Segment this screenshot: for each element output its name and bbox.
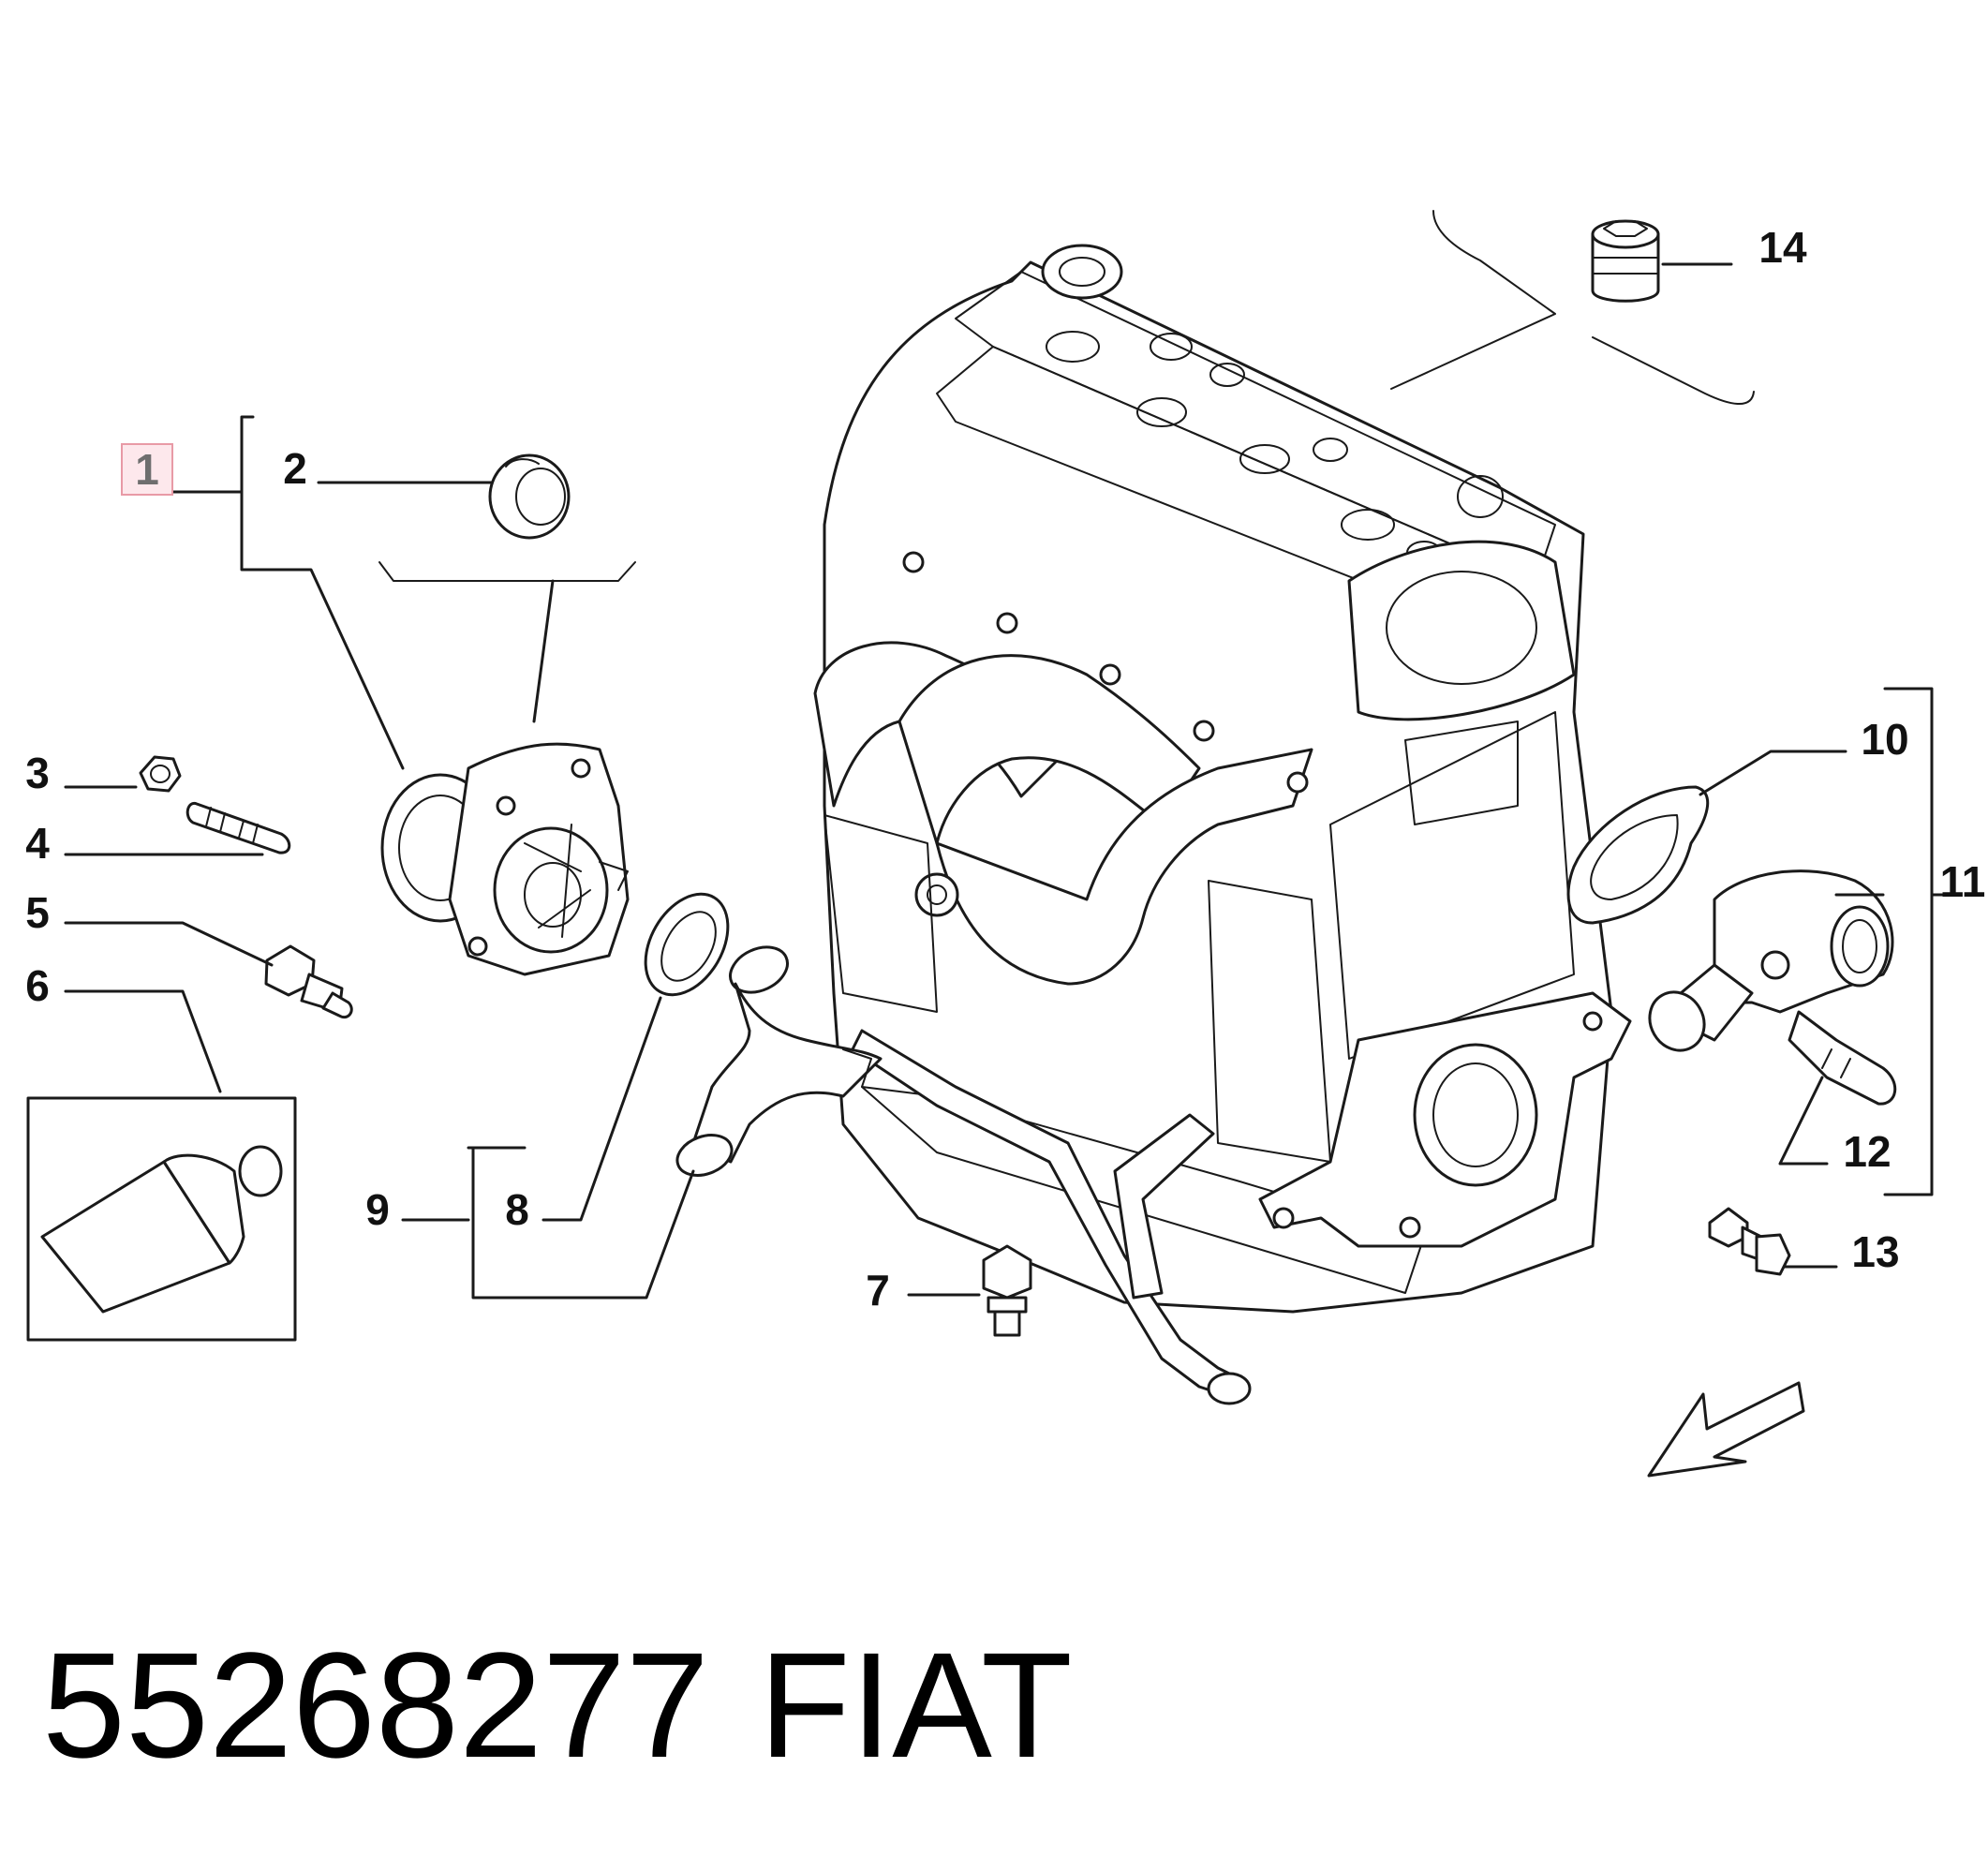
part-number: 55268277: [42, 1621, 709, 1789]
group-bracket-2: [378, 561, 636, 582]
part-10-gasket: [1566, 785, 1710, 925]
brand-name: FIAT: [759, 1621, 1073, 1789]
leader-12: [1778, 1076, 1829, 1166]
group-bracket-9: [467, 1146, 695, 1300]
callout-12: 12: [1843, 1127, 1891, 1176]
callout-1: 1: [135, 445, 159, 494]
part-14-plug: [1390, 210, 1755, 406]
callout-6: 6: [25, 961, 50, 1010]
part-3-nut: [139, 755, 182, 793]
part-12-temp-sender: [1788, 1010, 1897, 1106]
callout-10: 10: [1861, 715, 1908, 764]
leader-5: [64, 921, 274, 967]
callout-11: 11: [1940, 857, 1986, 906]
callout-7: 7: [866, 1266, 890, 1315]
part-2-seal: [488, 453, 571, 540]
part-5-bolt: [264, 944, 353, 1018]
leader-8: [542, 996, 662, 1222]
group-bracket-1: [240, 415, 405, 770]
leader-2-to-pump: [532, 579, 555, 723]
leader-10: [1699, 750, 1847, 796]
part-6-sealant-tube: [40, 1145, 283, 1314]
part-8-oring: [644, 892, 730, 997]
highlight-box: [121, 443, 173, 496]
callout-14: 14: [1758, 223, 1807, 272]
part-13-bolt: [1708, 1207, 1791, 1276]
callout-9: 9: [365, 1185, 390, 1234]
callout-4: 4: [25, 819, 50, 868]
callout-13: 13: [1851, 1227, 1899, 1276]
engine-block: [813, 244, 1632, 1405]
callout-8: 8: [505, 1185, 529, 1234]
callout-2: 2: [283, 444, 307, 493]
direction-arrow-icon: [1647, 1381, 1805, 1478]
part-7-drain-plug: [982, 1244, 1032, 1337]
part-9-hose: [675, 945, 883, 1177]
part-11-thermostat-housing: [1648, 869, 1894, 1052]
part-1-water-pump: [380, 742, 630, 976]
leader-6: [64, 989, 222, 1093]
callout-5: 5: [25, 888, 50, 937]
group-bracket-11: [1883, 687, 1934, 1196]
callout-3: 3: [25, 749, 50, 797]
part-4-stud: [185, 801, 291, 854]
